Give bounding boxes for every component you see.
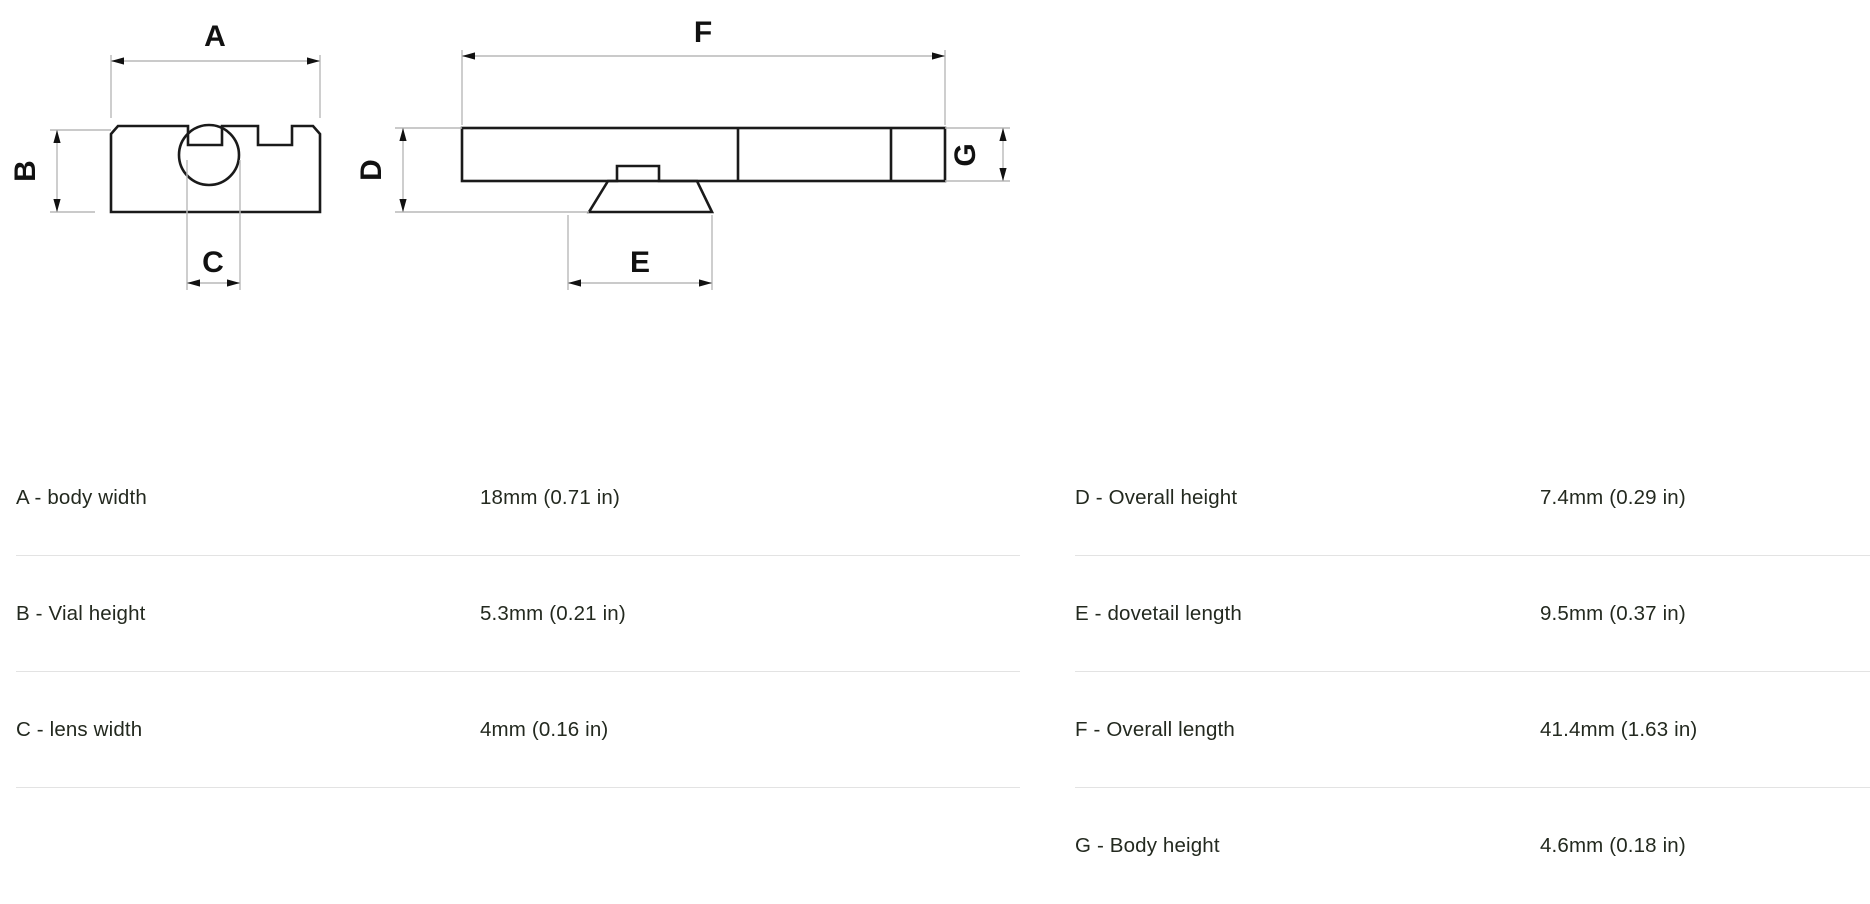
- dimension-f: F: [461, 16, 946, 125]
- dimension-a: A: [110, 20, 321, 118]
- spec-label: B - Vial height: [16, 601, 146, 625]
- table-row: G - Body height 4.6mm (0.18 in): [1075, 788, 1870, 904]
- technical-drawing: A B C: [0, 0, 1060, 330]
- vial-circle: [177, 123, 241, 187]
- spec-value: 41.4mm (1.63 in): [1540, 717, 1698, 741]
- dimension-label-d: D: [355, 159, 388, 181]
- dimension-label-g: G: [949, 143, 982, 166]
- spec-value: 4.6mm (0.18 in): [1540, 834, 1686, 857]
- table-row: D - Overall height 7.4mm (0.29 in): [1075, 440, 1870, 556]
- spec-label: G - Body height: [1075, 834, 1220, 857]
- dimension-e: E: [567, 215, 713, 290]
- dimension-label-f: F: [694, 16, 712, 49]
- dimension-label-e: E: [630, 246, 650, 279]
- dimension-d: D: [355, 127, 589, 213]
- side-profile-view: F D: [355, 16, 1010, 290]
- spec-table-right: D - Overall height 7.4mm (0.29 in) E - d…: [1075, 440, 1870, 904]
- spec-value: 4mm (0.16 in): [480, 717, 609, 741]
- table-row: A - body width 18mm (0.71 in): [16, 440, 1020, 556]
- spec-label: D - Overall height: [1075, 485, 1238, 509]
- spec-label: F - Overall length: [1075, 717, 1235, 741]
- cross-section-profile: [109, 124, 322, 214]
- spec-label: C - lens width: [16, 717, 143, 741]
- body-bar: [460, 126, 947, 183]
- table-row: E - dovetail length 9.5mm (0.37 in): [1075, 556, 1870, 672]
- dimension-spec-page: A B C: [0, 0, 1870, 857]
- table-row: B - Vial height 5.3mm (0.21 in): [16, 556, 1020, 672]
- dimension-b: B: [9, 129, 111, 213]
- table-row-empty: [16, 788, 1020, 904]
- spec-value: 5.3mm (0.21 in): [480, 601, 626, 625]
- spec-value: 7.4mm (0.29 in): [1540, 485, 1686, 509]
- dimension-c: C: [186, 160, 241, 290]
- cross-section-view: A B C: [9, 20, 322, 290]
- spec-label: E - dovetail length: [1075, 601, 1242, 625]
- spec-table-left: A - body width 18mm (0.71 in) B - Vial h…: [16, 440, 1020, 904]
- table-row: C - lens width 4mm (0.16 in): [16, 672, 1020, 788]
- dimension-label-b: B: [9, 160, 42, 182]
- spec-label: A - body width: [16, 485, 147, 509]
- spec-value: 18mm (0.71 in): [480, 485, 620, 509]
- spec-value: 9.5mm (0.37 in): [1540, 601, 1686, 625]
- dimension-label-a: A: [204, 20, 226, 53]
- table-row: F - Overall length 41.4mm (1.63 in): [1075, 672, 1870, 788]
- dimension-g: G: [945, 127, 1010, 182]
- dimension-label-c: C: [202, 246, 224, 279]
- dovetail-foot: [586, 164, 715, 214]
